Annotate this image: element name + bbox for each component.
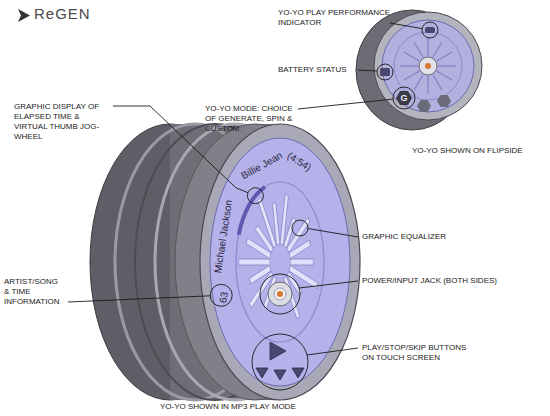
yoyo-flipside: [437, 95, 451, 107]
touch-buttons: [256, 342, 304, 380]
leader-lines: [422, 22, 438, 38]
yoyo-flipside: [400, 65, 418, 66]
touch-buttons: [256, 368, 268, 378]
view-caption: YO-YO SHOWN IN MP3 PLAY MODE: [160, 402, 296, 412]
leader-lines: [292, 220, 308, 236]
yoyo-flipside: [427, 38, 428, 56]
power-jack: [268, 282, 292, 306]
leader-lines: [377, 64, 393, 80]
leader-lines: [298, 99, 393, 109]
yoyo-flipside: [374, 12, 482, 120]
leader-lines: [393, 87, 415, 109]
callout-label: BATTERY STATUS: [278, 65, 347, 75]
yoyo-flipside: [437, 71, 453, 80]
yoyo-flipside: [433, 42, 442, 58]
yoyo-flipside: [419, 57, 437, 75]
callout-label: GRAPHIC EQUALIZER: [362, 232, 446, 242]
yoyo-flipside: [425, 63, 431, 69]
yoyo-flipside: [427, 76, 428, 94]
logo-text: ReGEN: [34, 4, 91, 23]
equalizer-bars: [249, 265, 271, 284]
leader-lines: [68, 22, 438, 390]
yoyo-flipside: [437, 52, 453, 61]
leader-lines: [68, 296, 210, 302]
yoyo-flipside: [404, 52, 420, 61]
song-title: Billie Jean: [239, 149, 285, 182]
callout-label: YO-YO PLAY PERFORMANCE INDICATOR: [278, 8, 393, 28]
yoyo-flipside: [400, 38, 456, 94]
yoyo-flipside: [414, 42, 423, 58]
power-jack: [274, 288, 286, 300]
leader-lines: [299, 281, 358, 288]
equalizer-bars: [239, 259, 270, 265]
leader-lines: [210, 284, 232, 306]
leader-lines: [308, 229, 358, 238]
yoyo-flipside: [380, 68, 390, 76]
equalizer-bars: [239, 195, 318, 319]
touch-buttons: [274, 370, 286, 380]
logo-mark: [18, 9, 30, 22]
leader-lines: [252, 334, 308, 390]
yoyo-face: [236, 182, 324, 342]
yoyo-flipside: [438, 65, 456, 66]
song-time: (4:54): [284, 150, 313, 174]
equalizer-bars: [272, 202, 280, 244]
yoyo-flipside: [394, 32, 462, 100]
leader-lines: [247, 188, 263, 204]
yoyo-flipside: [396, 91, 412, 105]
yoyo-flipside: [404, 71, 420, 80]
callout-label: YO-YO MODE: CHOICE OF GENERATE, SPIN & C…: [205, 104, 305, 134]
yoyo-face: [200, 124, 360, 400]
mode-button-letter: G: [400, 93, 407, 104]
yoyo-face: [210, 138, 350, 386]
leader-lines: [260, 274, 300, 314]
callout-label: POWER/INPUT JACK (BOTH SIDES): [362, 276, 497, 286]
yoyo-face: [200, 124, 360, 400]
yoyo-flipside: [417, 100, 431, 112]
leader-lines: [307, 348, 358, 355]
power-jack: [277, 291, 283, 297]
track-number: 63: [217, 290, 231, 303]
equalizer-bars: [289, 240, 311, 259]
callout-label: GRAPHIC DISPLAY OF ELAPSED TIME & VIRTUA…: [14, 102, 109, 142]
yoyo-flipside: [433, 75, 442, 91]
touch-buttons: [292, 368, 304, 378]
power-jack: [268, 282, 292, 306]
yoyo-flipside: [356, 10, 482, 130]
equalizer-bars: [290, 259, 313, 265]
yoyo-flipside: [414, 75, 423, 91]
leader-lines: [358, 70, 377, 71]
callout-label: ARTIST/SONG & TIME INFORMATION: [4, 277, 64, 307]
yoyo-flipside: [425, 27, 435, 33]
artist-name: Michael Jackson: [212, 199, 235, 274]
logo-mark: [18, 9, 30, 22]
leader-lines: [390, 23, 422, 29]
touch-buttons: [270, 342, 286, 360]
yoyo-flipside: [382, 20, 474, 112]
view-caption: YO-YO SHOWN ON FLIPSIDE: [412, 146, 523, 156]
callout-label: PLAY/STOP/SKIP BUTTONS ON TOUCH SCREEN: [362, 343, 480, 363]
